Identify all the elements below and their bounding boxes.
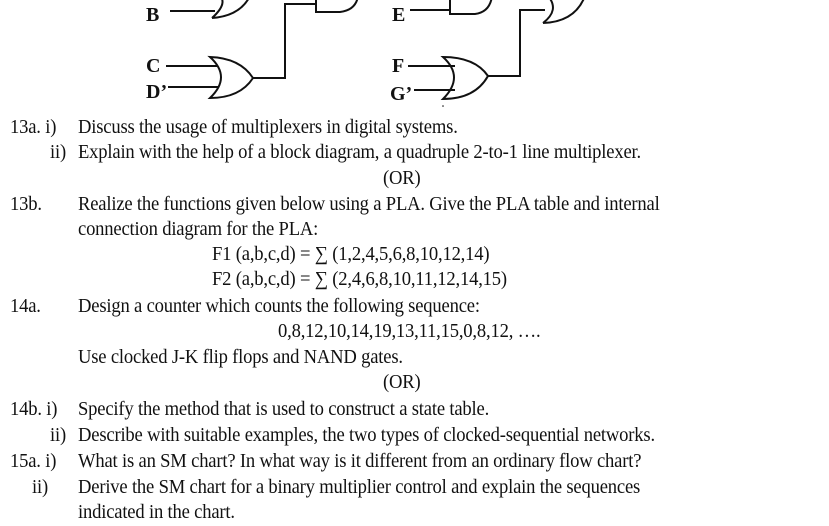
- or-separator: (OR): [383, 167, 421, 189]
- and-gate-top-2: [449, 0, 493, 15]
- question-text: Specify the method that is used to const…: [78, 398, 490, 420]
- question-text: Derive the SM chart for a binary multipl…: [78, 476, 641, 498]
- question-text: Discuss the usage of multiplexers in dig…: [78, 116, 458, 138]
- question-number: 15a. i): [10, 450, 57, 472]
- and-gate-top-1: [315, 0, 359, 13]
- or-gate-top-right: [542, 0, 585, 24]
- question-number: ii): [32, 476, 48, 498]
- input-label-g: G’: [390, 83, 413, 105]
- or-gate-top-left: [211, 0, 249, 19]
- question-text: Design a counter which counts the follow…: [78, 295, 480, 317]
- function-f2: F2 (a,b,c,d) = ∑ (2,4,6,8,10,11,12,14,15…: [212, 268, 507, 290]
- input-label-e: E: [392, 4, 406, 26]
- input-label-f: F: [392, 55, 405, 77]
- counter-sequence: 0,8,12,10,14,19,13,11,15,0,8,12, ….: [278, 320, 541, 342]
- question-text: What is an SM chart? In what way is it d…: [78, 450, 642, 472]
- function-f1: F1 (a,b,c,d) = ∑ (1,2,4,5,6,8,10,12,14): [212, 243, 490, 265]
- or-gate-cd: [207, 55, 255, 100]
- question-number: ii): [50, 141, 66, 163]
- input-label-d: D’: [146, 81, 168, 103]
- question-text: Use clocked J-K flip flops and NAND gate…: [78, 346, 403, 368]
- logic-circuit-diagram: [166, 0, 585, 107]
- question-text: Explain with the help of a block diagram…: [78, 141, 641, 163]
- question-text: indicated in the chart.: [78, 501, 235, 523]
- question-number: 14b. i): [10, 398, 58, 420]
- question-text: connection diagram for the PLA:: [78, 218, 319, 240]
- or-separator: (OR): [383, 371, 421, 393]
- question-text: Realize the functions given below using …: [78, 193, 660, 215]
- question-number: 13a. i): [10, 116, 57, 138]
- wire-fg-out: [488, 9, 545, 77]
- input-label-c: C: [146, 55, 161, 77]
- question-number: ii): [50, 424, 66, 446]
- or-gate-fg: [440, 55, 490, 101]
- question-number: 13b.: [10, 193, 42, 215]
- question-text: Describe with suitable examples, the two…: [78, 424, 655, 446]
- question-number: 14a.: [10, 295, 41, 317]
- wire-cd-out: [253, 3, 316, 79]
- input-label-b: B: [146, 4, 160, 26]
